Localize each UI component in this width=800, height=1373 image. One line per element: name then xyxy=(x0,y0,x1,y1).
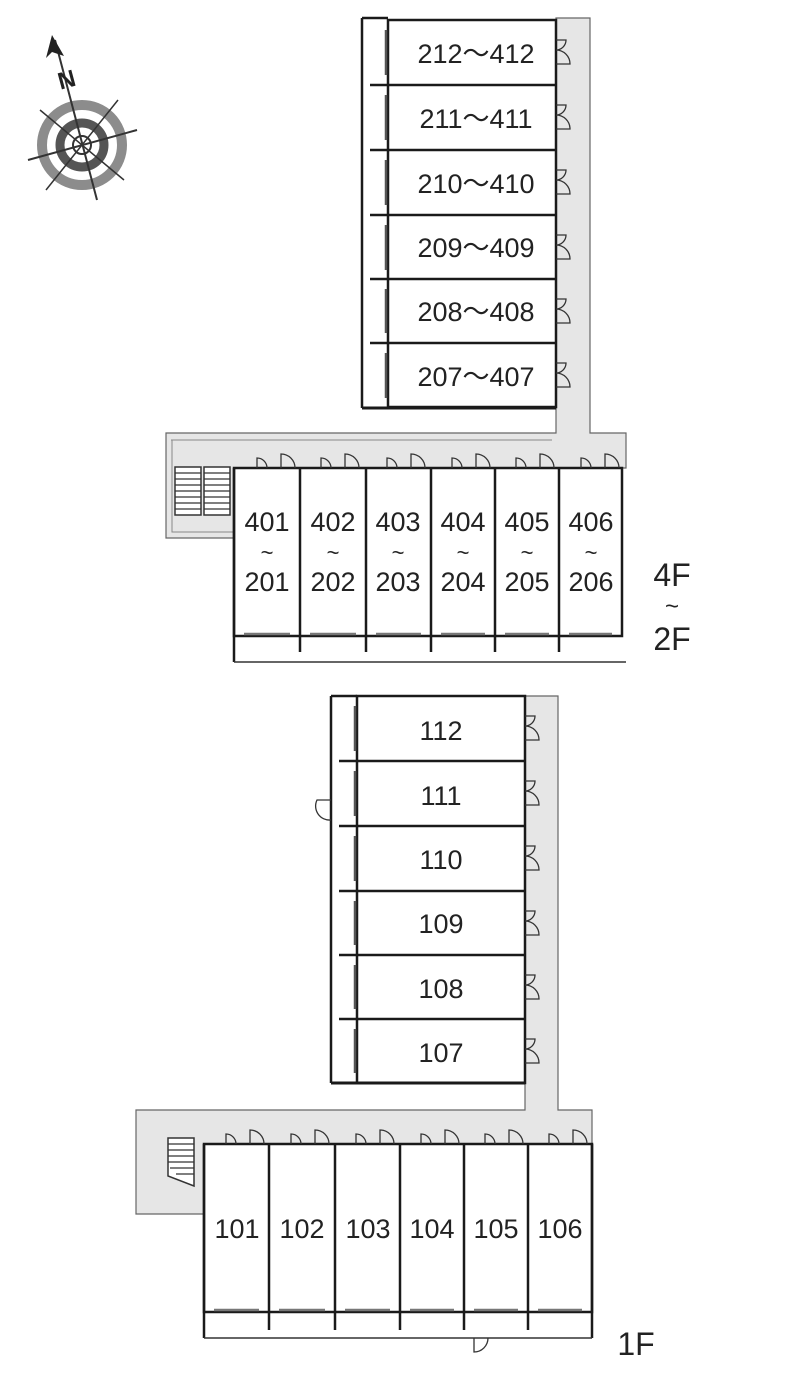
upper-floor-label: 4F ~ 2F xyxy=(653,557,690,657)
unit-label-top: 405 xyxy=(504,507,549,537)
unit-label-top: 404 xyxy=(440,507,485,537)
unit-label: 106 xyxy=(537,1214,582,1244)
unit-label: 101 xyxy=(214,1214,259,1244)
upper-side-wing-labels: 212〜412 211〜411 210〜410 209〜409 208〜408 … xyxy=(417,39,534,392)
lower-front-row xyxy=(202,1129,594,1353)
unit-label: 112 xyxy=(419,716,462,746)
compass-north-label: N xyxy=(55,65,79,96)
unit-label-bottom: 206 xyxy=(568,567,613,597)
unit-label-sep: ~ xyxy=(585,540,598,565)
unit-label: 212〜412 xyxy=(417,39,534,69)
unit-label: 207〜407 xyxy=(417,362,534,392)
unit-label-top: 406 xyxy=(568,507,613,537)
unit-label-sep: ~ xyxy=(457,540,470,565)
unit-label-sep: ~ xyxy=(261,540,274,565)
unit-label-top: 402 xyxy=(310,507,355,537)
unit-label: 110 xyxy=(419,845,462,875)
unit-label: 103 xyxy=(345,1214,390,1244)
unit-label-top: 401 xyxy=(244,507,289,537)
unit-label-bottom: 205 xyxy=(504,567,549,597)
unit-label-sep: ~ xyxy=(327,540,340,565)
unit-label: 209〜409 xyxy=(417,233,534,263)
floor-label: 1F xyxy=(617,1326,654,1362)
lower-front-row-labels: 101 102 103 104 105 106 xyxy=(214,1214,582,1244)
unit-label: 102 xyxy=(279,1214,324,1244)
unit-label: 104 xyxy=(409,1214,454,1244)
floor-label-bottom: 2F xyxy=(653,621,690,657)
unit-label: 108 xyxy=(418,974,463,1004)
lower-side-wing xyxy=(314,694,540,1085)
unit-label-bottom: 201 xyxy=(244,567,289,597)
unit-label-bottom: 204 xyxy=(440,567,485,597)
lower-stairs xyxy=(167,1137,195,1188)
unit-label-sep: ~ xyxy=(521,540,534,565)
upper-side-wing xyxy=(360,16,571,410)
upper-front-row-labels: 401 ~ 201 402 ~ 202 403 ~ 203 404 ~ 204 … xyxy=(244,507,613,597)
unit-label: 210〜410 xyxy=(417,169,534,199)
compass-rose-icon xyxy=(27,35,138,201)
lower-side-wing-labels: 112 111 110 109 108 107 xyxy=(418,716,463,1068)
unit-label-bottom: 203 xyxy=(375,567,420,597)
upper-front-row xyxy=(232,453,626,663)
unit-label: 107 xyxy=(418,1038,463,1068)
floor-label-top: 4F xyxy=(653,557,690,593)
floor-label-sep: ~ xyxy=(665,593,679,620)
unit-label-sep: ~ xyxy=(392,540,405,565)
unit-label-bottom: 202 xyxy=(310,567,355,597)
unit-label: 105 xyxy=(473,1214,518,1244)
unit-label: 111 xyxy=(420,781,461,811)
unit-label-top: 403 xyxy=(375,507,420,537)
unit-label: 109 xyxy=(418,909,463,939)
unit-label: 208〜408 xyxy=(417,297,534,327)
upper-stairs xyxy=(174,466,231,516)
unit-label: 211〜411 xyxy=(419,104,532,134)
